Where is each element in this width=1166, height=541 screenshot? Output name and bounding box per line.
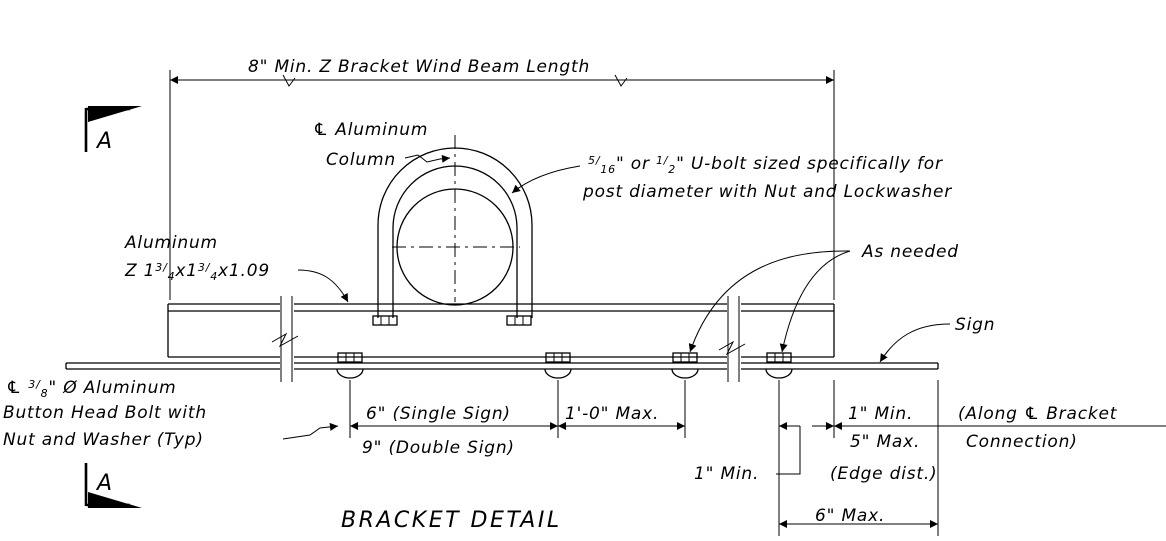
sign-plate bbox=[65, 362, 939, 370]
button-head-bolt bbox=[671, 352, 699, 379]
section-label-top: A bbox=[95, 129, 112, 154]
bolt-frac-num: 3 bbox=[28, 378, 36, 391]
zsec-a: Z 1 bbox=[124, 261, 155, 281]
section-marker-top: A bbox=[84, 106, 142, 154]
bolt-spacing-dimensions: 6" (Single Sign) 1'-0" Max. 9" (Double S… bbox=[349, 380, 686, 458]
section-marker-bottom: A bbox=[84, 463, 142, 508]
centerline-symbol: ℄ bbox=[313, 120, 329, 140]
drawing-title: BRACKET DETAIL bbox=[341, 508, 562, 533]
bolt-callout: ℄ 3/8" Ø Aluminum Button Head Bolt with … bbox=[3, 378, 339, 450]
frac-1-2-num: 1 bbox=[656, 154, 664, 167]
u-bolt bbox=[377, 147, 533, 318]
svg-text:℄ 3/8" Ø Aluminum: ℄ 3/8" Ø Aluminum bbox=[6, 378, 177, 400]
aluminum-column bbox=[392, 135, 520, 306]
max-6-label: 6" Max. bbox=[815, 506, 885, 526]
column-label-line1: Aluminum bbox=[334, 120, 428, 140]
sign-label: Sign bbox=[955, 315, 995, 335]
button-head-bolt bbox=[336, 352, 364, 379]
zsec-label-line1: Aluminum bbox=[124, 233, 218, 253]
ubolt-nut-right bbox=[506, 315, 532, 326]
min-1-left-label: 1" Min. bbox=[694, 464, 759, 484]
max-1ft-label: 1'-0" Max. bbox=[565, 404, 659, 424]
break-symbol-right bbox=[718, 292, 746, 382]
wind-beam-length-dimension: 8" Min. Z Bracket Wind Beam Length bbox=[169, 57, 835, 300]
bolt-label-line2: Button Head Bolt with bbox=[3, 403, 207, 423]
bolt-centerline-symbol: ℄ bbox=[6, 378, 22, 398]
ubolt-nut-left bbox=[372, 315, 398, 326]
ubolt-label-line2: post diameter with Nut and Lockwasher bbox=[582, 182, 952, 202]
as-needed-callout: As needed bbox=[688, 242, 959, 353]
double-sign-label: 9" (Double Sign) bbox=[362, 438, 515, 458]
zsec-b: x1 bbox=[174, 261, 197, 281]
along-a: (Along bbox=[958, 404, 1024, 424]
column-centerline-callout: ℄ Aluminum Column bbox=[313, 120, 451, 170]
bolt-frac-den: 8 bbox=[41, 387, 49, 400]
max-5-label: 5" Max. bbox=[850, 432, 920, 452]
button-head-bolt bbox=[765, 352, 793, 379]
single-sign-label: 6" (Single Sign) bbox=[366, 404, 511, 424]
along-b: Bracket bbox=[1040, 404, 1118, 424]
sign-callout: Sign bbox=[879, 315, 995, 363]
frac-5-16-den: 16 bbox=[600, 163, 616, 176]
as-needed-label: As needed bbox=[861, 242, 959, 262]
zsec-frac2-den: 4 bbox=[210, 270, 218, 283]
bolt-label-a: " Ø Aluminum bbox=[48, 378, 176, 398]
column-label-line2: Column bbox=[326, 150, 396, 170]
svg-text:5/16" or 1/2" U-bolt sized spe: 5/16" or 1/2" U-bolt sized specifically … bbox=[588, 154, 943, 176]
zsec-c: x1.09 bbox=[217, 261, 270, 281]
edge-distance-dimensions: 1" Min. (Along ℄ Bracket Connection) 5" … bbox=[694, 380, 1166, 536]
section-label-bottom: A bbox=[95, 471, 112, 496]
zsec-frac1-den: 4 bbox=[168, 270, 176, 283]
bolt-label-line3: Nut and Washer (Typ) bbox=[3, 430, 204, 450]
along-label-line2: Connection) bbox=[966, 432, 1078, 452]
button-head-bolt bbox=[544, 352, 572, 379]
wind-beam-length-word: Length bbox=[526, 57, 590, 77]
min-1-right-label: 1" Min. bbox=[848, 404, 913, 424]
z-section-callout: Aluminum Z 13/4x13/4x1.09 bbox=[124, 233, 349, 303]
wind-beam-label: 8" Min. Z Bracket Wind Beam bbox=[248, 57, 520, 77]
zsec-frac2-num: 3 bbox=[198, 261, 206, 274]
svg-text:Z 13/4x13/4x1.09: Z 13/4x13/4x1.09 bbox=[124, 261, 270, 283]
ubolt-lead-text: " or bbox=[616, 154, 656, 174]
edge-dist-label: (Edge dist.) bbox=[830, 464, 938, 484]
zsec-frac1-num: 3 bbox=[155, 261, 163, 274]
svg-text:℄ Aluminum: ℄ Aluminum bbox=[313, 120, 428, 140]
along-centerline-symbol: ℄ bbox=[1024, 404, 1040, 424]
ubolt-tail-text: " U-bolt sized specifically for bbox=[676, 154, 943, 174]
ubolt-callout: 5/16" or 1/2" U-bolt sized specifically … bbox=[511, 154, 952, 202]
svg-text:8" Min. Z Bracket Wind Beam Le: 8" Min. Z Bracket Wind Beam Length bbox=[248, 57, 590, 77]
svg-text:(Along ℄ Bracket: (Along ℄ Bracket bbox=[958, 404, 1118, 424]
frac-1-2-den: 2 bbox=[668, 163, 676, 176]
frac-5-16-num: 5 bbox=[588, 154, 596, 167]
break-symbol-left bbox=[271, 292, 299, 382]
z-bracket bbox=[167, 303, 835, 358]
